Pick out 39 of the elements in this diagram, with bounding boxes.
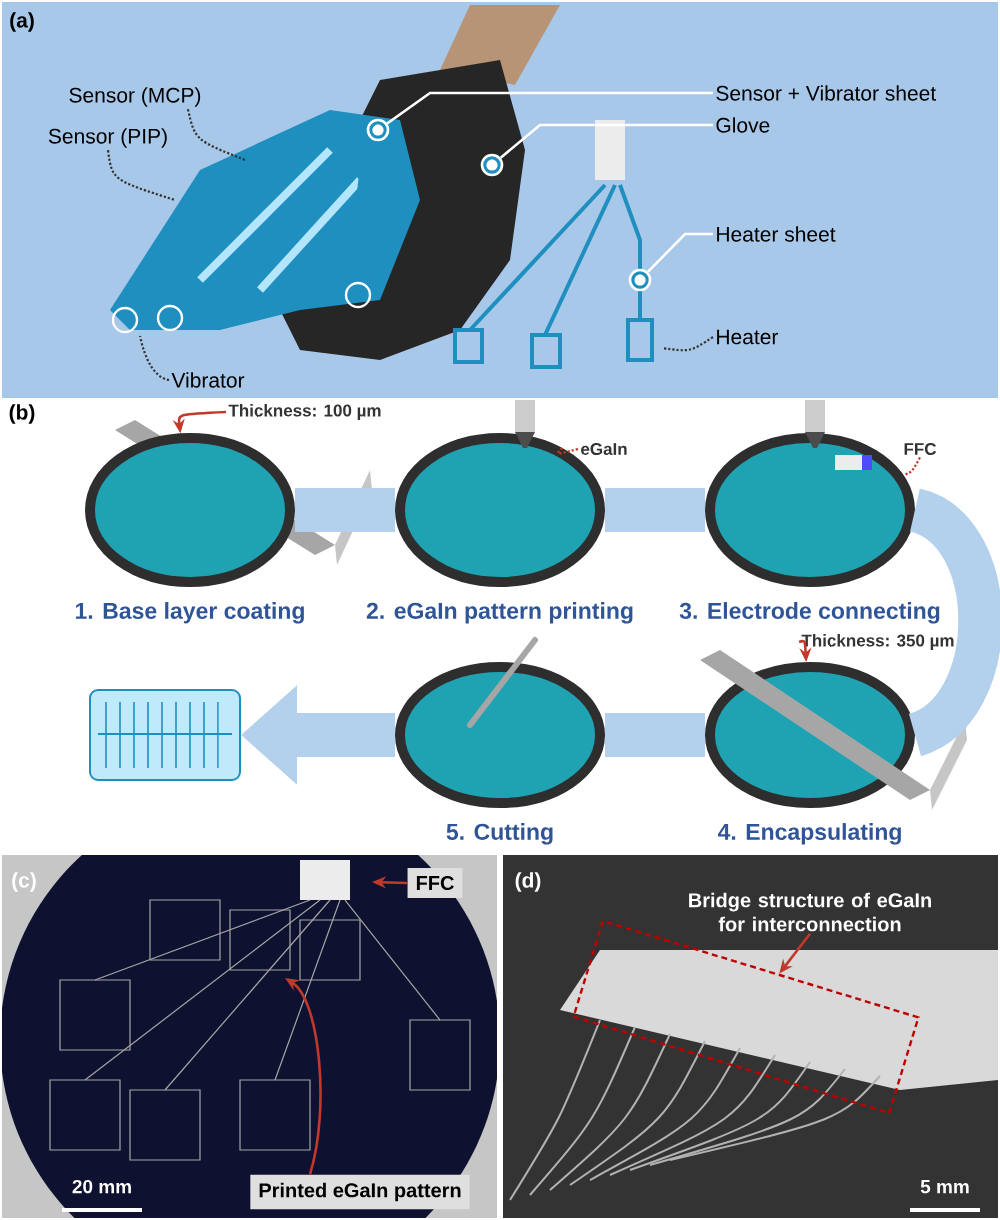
panel-label: (c) bbox=[12, 872, 36, 892]
marker-dot bbox=[366, 118, 390, 142]
leader-line bbox=[646, 232, 713, 273]
heater-sheet-drawing bbox=[89, 689, 241, 781]
node-label: 3. Electrode connecting bbox=[679, 602, 940, 624]
panel-label: (b) bbox=[9, 404, 35, 424]
callout-label: Vibrator bbox=[171, 372, 245, 388]
node-label: 2. eGaIn pattern printing bbox=[366, 602, 633, 624]
node-label: 1. Base layer coating bbox=[75, 602, 304, 624]
marker-dot bbox=[628, 268, 652, 292]
leader-line bbox=[106, 150, 176, 202]
callout-label: eGaIn bbox=[581, 443, 627, 455]
node-label: 5. Cutting bbox=[446, 823, 553, 845]
callout-label: Bridge structure of eGaIn for interconnection bbox=[689, 892, 931, 932]
callout-label: Thickness: 350 µm bbox=[801, 634, 954, 650]
leader-line bbox=[138, 335, 170, 382]
callout-box: FFC bbox=[407, 867, 463, 899]
callout-box: Printed eGaIn pattern bbox=[250, 1174, 470, 1210]
leader-line bbox=[557, 447, 579, 455]
leader-line bbox=[386, 91, 713, 125]
leader-line bbox=[186, 108, 246, 162]
wafer-step: 1. Base layer coating bbox=[75, 433, 304, 624]
panel-label: (a) bbox=[10, 12, 34, 32]
leader-line bbox=[499, 123, 713, 159]
scale-bar: 5 mm bbox=[910, 1180, 980, 1212]
callout-label: FFC bbox=[904, 443, 937, 455]
panel-label: (d) bbox=[515, 872, 541, 892]
callout-label: Sensor (MCP) bbox=[69, 87, 201, 107]
marker-dot bbox=[480, 153, 504, 177]
leader-line bbox=[661, 336, 714, 352]
callout-label: Glove bbox=[716, 117, 770, 133]
scale-bar: 20 mm bbox=[62, 1179, 142, 1212]
callout-label: Sensor + Vibrator sheet bbox=[716, 85, 937, 101]
callout-label: Heater bbox=[717, 329, 779, 345]
callout-label: Heater sheet bbox=[717, 226, 836, 242]
callout-label: Thickness: 100 µm bbox=[228, 404, 381, 420]
callout-label: Sensor (PIP) bbox=[48, 128, 167, 148]
leader-line bbox=[903, 456, 921, 477]
node-label: 4. Encapsulating bbox=[717, 823, 901, 845]
